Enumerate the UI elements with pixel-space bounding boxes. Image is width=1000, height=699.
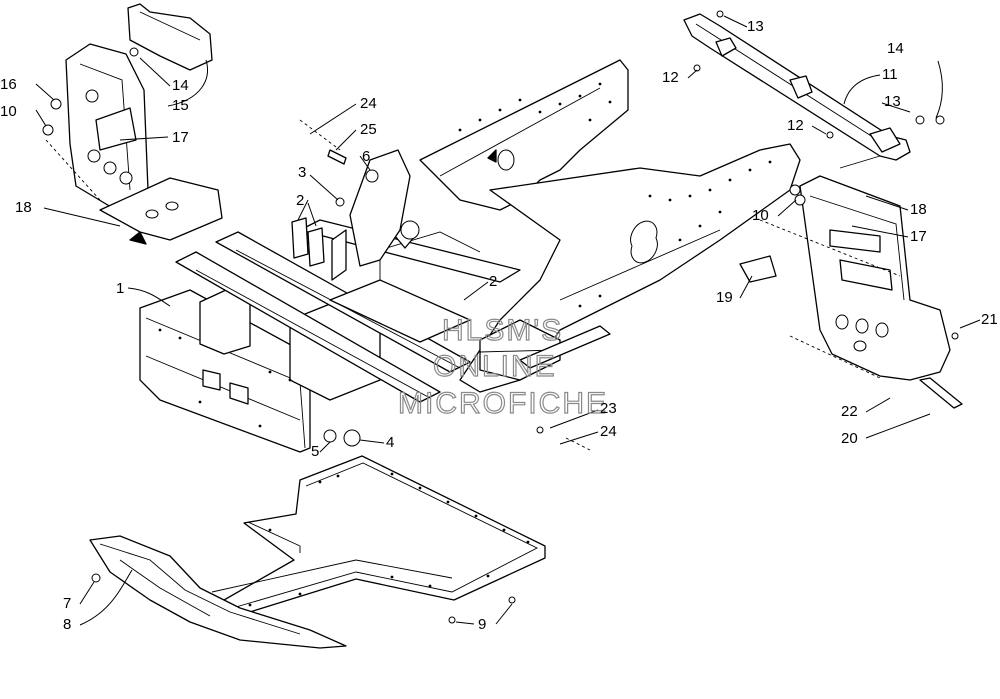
- label-19: 19: [716, 289, 733, 306]
- hardware: [42, 10, 959, 624]
- front-bulkhead: [139, 289, 381, 453]
- skid-plate: [89, 535, 347, 649]
- label-24-top: 24: [360, 95, 377, 112]
- belly-pan: [202, 455, 546, 626]
- label-20: 20: [841, 430, 858, 447]
- label-5: 5: [311, 443, 319, 460]
- label-17-left: 17: [172, 129, 189, 146]
- label-8: 8: [63, 616, 71, 633]
- label-6: 6: [362, 148, 370, 165]
- watermark: HLSM'S ONLINE MICROFICHE: [397, 313, 608, 420]
- label-25: 25: [360, 121, 377, 138]
- label-2-mid: 2: [489, 273, 497, 290]
- right-mount: [739, 175, 963, 409]
- label-18-right: 18: [910, 201, 927, 218]
- label-12-top: 12: [662, 69, 679, 86]
- leader-lines: [35, 15, 981, 626]
- label-10-right: 10: [752, 207, 769, 224]
- label-24-bottom: 24: [600, 423, 617, 440]
- rear-shaft: [683, 13, 911, 169]
- label-21: 21: [981, 311, 998, 328]
- label-23: 23: [600, 400, 617, 417]
- label-15: 15: [172, 97, 189, 114]
- left-mount: [65, 3, 223, 241]
- label-3: 3: [298, 164, 306, 181]
- label-18-left: 18: [15, 199, 32, 216]
- label-10-left: 10: [0, 103, 17, 120]
- label-9: 9: [478, 616, 486, 633]
- watermark-line-3: MICROFICHE: [398, 387, 608, 420]
- label-7: 7: [63, 595, 71, 612]
- label-2-top: 2: [296, 192, 304, 209]
- label-17-right: 17: [910, 228, 927, 245]
- label-11: 11: [882, 66, 898, 83]
- label-13-right: 13: [884, 93, 901, 110]
- label-13-top: 13: [747, 18, 764, 35]
- label-1: 1: [116, 280, 124, 297]
- label-14-left: 14: [172, 77, 189, 94]
- label-16: 16: [0, 76, 17, 93]
- watermark-line-2: ONLINE: [433, 350, 557, 383]
- side-trim: [479, 319, 611, 381]
- label-22: 22: [841, 403, 858, 420]
- label-4: 4: [386, 434, 394, 451]
- watermark-line-1: HLSM'S: [442, 314, 563, 347]
- label-14-right: 14: [887, 40, 904, 57]
- label-12-mid: 12: [787, 117, 804, 134]
- main-chassis: [129, 59, 801, 393]
